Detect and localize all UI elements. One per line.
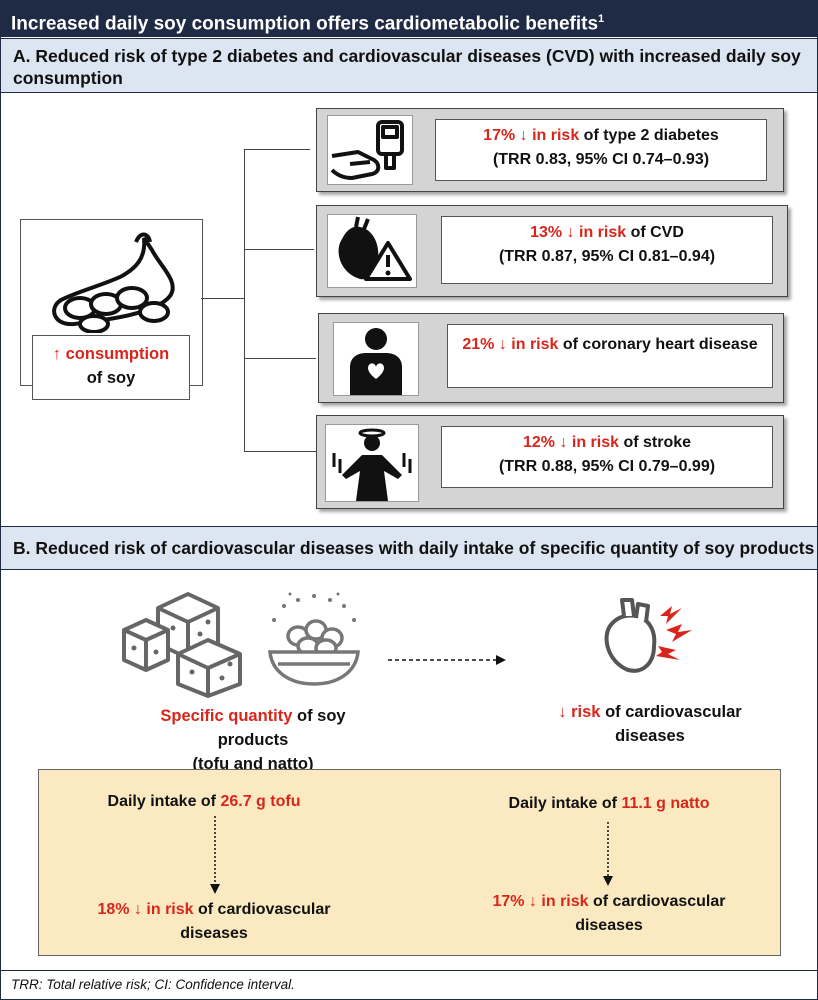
soy-consumption-box: ↑ consumption of soy: [20, 219, 203, 400]
connector-trunk: [244, 149, 245, 451]
outcome-coronary-heart-disease: 21% ↓ in risk of coronary heart disease: [318, 313, 784, 403]
tofu-result: 18% ↓ in risk of cardiovascular diseases: [79, 898, 349, 946]
outcome-2-stat: (TRR 0.87, 95% CI 0.81–0.94): [498, 248, 716, 265]
heart-warning-icon: [327, 214, 417, 288]
intake-box: Daily intake of 26.7 g tofu 18% ↓ in ris…: [38, 769, 781, 956]
outcome-2-label: of CVD: [626, 224, 684, 241]
outcome-4-stat: (TRR 0.88, 95% CI 0.79–0.99): [498, 458, 716, 475]
connector-branch-2: [244, 249, 314, 250]
outcome-3-label: of coronary heart disease: [558, 336, 758, 353]
natto-result: 17% ↓ in risk of cardiovascular diseases: [469, 890, 749, 938]
outcome-1-label: of type 2 diabetes: [579, 127, 719, 144]
cvd-risk-label: ↓ risk of cardiovascular diseases: [530, 700, 770, 748]
connector-from-soy: [201, 298, 245, 299]
natto-arrow: [603, 822, 613, 886]
outcome-1-text: 17% ↓ in risk of type 2 diabetes (TRR 0.…: [435, 119, 767, 181]
dashed-arrow: [388, 655, 506, 665]
outcome-type2-diabetes: 17% ↓ in risk of type 2 diabetes (TRR 0.…: [316, 108, 784, 192]
cardiovascular-text: of cardiovascular: [600, 703, 742, 721]
tofu-amount: 26.7 g tofu: [220, 793, 301, 810]
natto-result-value: 17% ↓ in risk: [492, 893, 589, 910]
soy-consumption-label: ↑ consumption of soy: [32, 335, 190, 400]
tofu-result-text: of cardiovascular: [193, 901, 331, 918]
tofu-cubes-icon: [122, 592, 242, 698]
section-a-heading: A. Reduced risk of type 2 diabetes and c…: [1, 38, 817, 93]
natto-intake-prefix: Daily intake of: [508, 795, 622, 812]
risk-emphasis: ↓ risk: [558, 703, 601, 721]
soy-products-label: Specific quantity of soy products (tofu …: [128, 704, 378, 776]
outcome-1-stat: (TRR 0.83, 95% CI 0.74–0.93): [492, 151, 710, 168]
natto-amount: 11.1 g natto: [621, 795, 710, 812]
outcome-4-value: 12% ↓ in risk: [522, 434, 620, 451]
tofu-result-value: 18% ↓ in risk: [97, 901, 194, 918]
outcome-stroke: 12% ↓ in risk of stroke (TRR 0.88, 95% C…: [316, 415, 784, 509]
figure-title: Increased daily soy consumption offers c…: [1, 1, 817, 37]
dizzy-person-icon: [325, 424, 419, 502]
chest-heart-icon: [333, 322, 419, 396]
natto-intake-label: Daily intake of 11.1 g natto: [484, 792, 734, 816]
natto-bowl-icon: [268, 592, 360, 686]
tofu-intake-label: Daily intake of 26.7 g tofu: [79, 790, 329, 814]
diseases-text: diseases: [615, 727, 685, 745]
outcome-2-text: 13% ↓ in risk of CVD (TRR 0.87, 95% CI 0…: [441, 216, 773, 284]
title-superscript: 1: [598, 13, 605, 25]
natto-result-diseases: diseases: [575, 917, 643, 934]
tofu-intake-prefix: Daily intake of: [107, 793, 221, 810]
up-arrow: ↑: [52, 345, 62, 363]
tofu-result-diseases: diseases: [180, 925, 248, 942]
outcome-2-value: 13% ↓ in risk: [530, 224, 627, 241]
of-soy-text: of soy: [86, 369, 136, 387]
natto-result-text: of cardiovascular: [588, 893, 726, 910]
connector-branch-4: [244, 451, 316, 452]
soy-products-text: of soy products: [217, 707, 346, 749]
outcome-4-label: of stroke: [619, 434, 692, 451]
tofu-arrow: [210, 816, 220, 894]
outcome-4-text: 12% ↓ in risk of stroke (TRR 0.88, 95% C…: [441, 426, 773, 488]
outcome-3-text: 21% ↓ in risk of coronary heart disease: [447, 324, 773, 388]
specific-quantity-emphasis: Specific quantity: [160, 707, 293, 725]
title-text: Increased daily soy consumption offers c…: [11, 13, 599, 35]
section-b-heading: B. Reduced risk of cardiovascular diseas…: [1, 526, 817, 570]
footnote: TRR: Total relative risk; CI: Confidence…: [1, 970, 817, 998]
connector-branch-1: [244, 149, 310, 150]
outcome-1-value: 17% ↓ in risk: [483, 127, 580, 144]
consumption-emphasis: consumption: [65, 345, 170, 363]
glucose-meter-icon: [327, 115, 413, 185]
heart-pain-icon: [604, 598, 692, 673]
outcome-cvd: 13% ↓ in risk of CVD (TRR 0.87, 95% CI 0…: [316, 205, 788, 297]
connector-branch-3: [244, 358, 316, 359]
soybean-pod-icon: [52, 232, 175, 333]
outcome-3-value: 21% ↓ in risk: [462, 336, 559, 353]
tofu-natto-text: (tofu and natto): [192, 755, 314, 773]
